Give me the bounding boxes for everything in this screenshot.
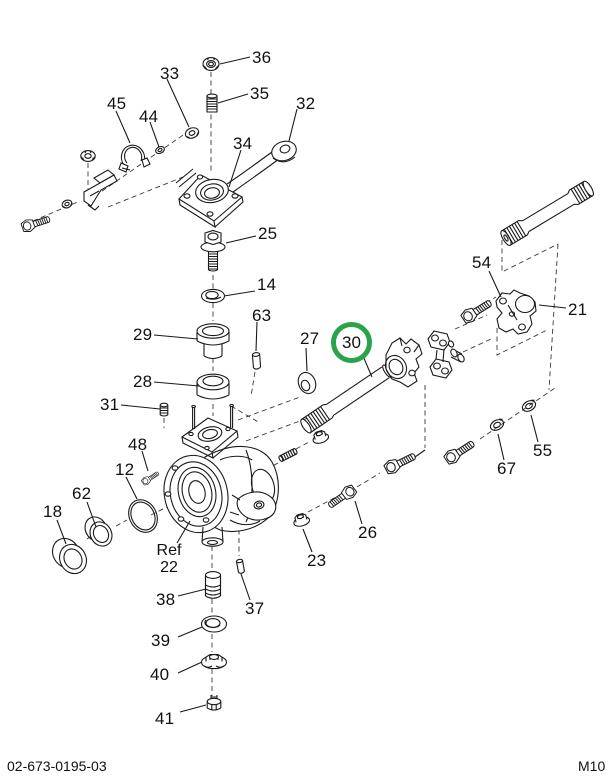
- bearing-cap: [447, 340, 465, 363]
- callout-67: 67: [497, 459, 517, 478]
- lock-nut-33: [184, 127, 200, 139]
- bolt-54-flange: [459, 295, 495, 326]
- u-joint-cross: [427, 330, 453, 379]
- lock-washer-55: [520, 397, 539, 415]
- callout-28: 28: [133, 372, 153, 391]
- highlight-circle-item-30: 30: [331, 322, 372, 363]
- stub-shaft-54: [500, 180, 594, 246]
- flange-yoke-21: [495, 289, 537, 335]
- hose-clamp: [118, 144, 151, 173]
- callout-26: 26: [358, 523, 378, 542]
- washer-27: [297, 371, 317, 395]
- callout-55: 55: [533, 441, 553, 460]
- callout-12: 12: [115, 460, 135, 479]
- callout-33: 33: [160, 64, 180, 83]
- housing-bottom-boss: [201, 526, 224, 547]
- knuckle-housing: [163, 403, 279, 547]
- callout-25: 25: [258, 224, 278, 243]
- lock-nut-36: [202, 57, 220, 71]
- callout-36: 36: [252, 48, 272, 67]
- oil-seal-18: [51, 537, 88, 575]
- callout-62: 62: [72, 484, 92, 503]
- clamp-bolt: [19, 212, 52, 234]
- kingpin-bushing-29: [196, 323, 230, 360]
- bleed-screw-48: [140, 469, 161, 487]
- lock-washer-67: [488, 416, 507, 434]
- callout-63: 63: [252, 306, 272, 325]
- bolt: [382, 448, 419, 477]
- flange-lock-nut-40: [200, 653, 228, 670]
- callout-48: 48: [128, 435, 148, 454]
- callout-21: 21: [568, 300, 588, 319]
- callout-39: 39: [151, 631, 171, 650]
- mounting-bracket: [83, 169, 118, 211]
- page-code: M10: [578, 758, 606, 774]
- ref-item-label: Ref 22: [153, 542, 185, 577]
- clamp-washer: [155, 145, 165, 155]
- small-nut: [61, 199, 73, 209]
- snap-ring-12: [128, 499, 158, 533]
- bolt-26: [325, 482, 359, 512]
- dowel-pin-63: [251, 352, 262, 370]
- figure-code: 02-673-0195-03: [7, 758, 107, 774]
- highlighted-callout-30: 30: [342, 332, 361, 352]
- pad-studs: [191, 403, 234, 429]
- callout-44: 44: [139, 107, 159, 126]
- shaft-yoke: [384, 337, 423, 388]
- plug-bolt-41: [206, 695, 222, 711]
- callout-37: 37: [245, 599, 265, 618]
- leader-lines: [56, 56, 567, 713]
- callout-18: 18: [43, 502, 63, 521]
- thrust-washer-14: [200, 288, 226, 304]
- callout-34: 34: [233, 134, 253, 153]
- callout-40: 40: [150, 665, 170, 684]
- callout-27: 27: [300, 329, 320, 348]
- callout-54: 54: [472, 253, 492, 272]
- callout-29: 29: [133, 325, 153, 344]
- callout-23: 23: [307, 551, 327, 570]
- flag-nut: [80, 150, 96, 162]
- kingpin-bolt-25: [200, 229, 226, 272]
- housing-arm: [229, 491, 277, 521]
- set-screw-31: [159, 402, 169, 417]
- bolt-67: [442, 436, 478, 467]
- callout-31: 31: [100, 395, 120, 414]
- kingpin-seal-28: [196, 373, 230, 400]
- callout-38: 38: [156, 590, 176, 609]
- pin-37: [235, 558, 246, 574]
- dashed-guide-lines: [32, 72, 559, 696]
- seal-ring-62: [84, 516, 113, 547]
- nut-23: [291, 511, 312, 529]
- callout-35: 35: [250, 84, 270, 103]
- steering-arm: [175, 140, 297, 229]
- threaded-stud: [278, 448, 298, 462]
- shaft-nut: [310, 428, 331, 446]
- adjusting-screw-35: [206, 93, 218, 113]
- washer-39: [200, 615, 228, 633]
- ref-number: 22: [160, 558, 178, 576]
- ref-prefix: Ref: [156, 542, 182, 559]
- callout-45: 45: [107, 94, 127, 113]
- spring-38: [204, 571, 222, 599]
- callout-41: 41: [155, 709, 175, 728]
- callout-14: 14: [257, 275, 277, 294]
- callout-32: 32: [296, 94, 316, 113]
